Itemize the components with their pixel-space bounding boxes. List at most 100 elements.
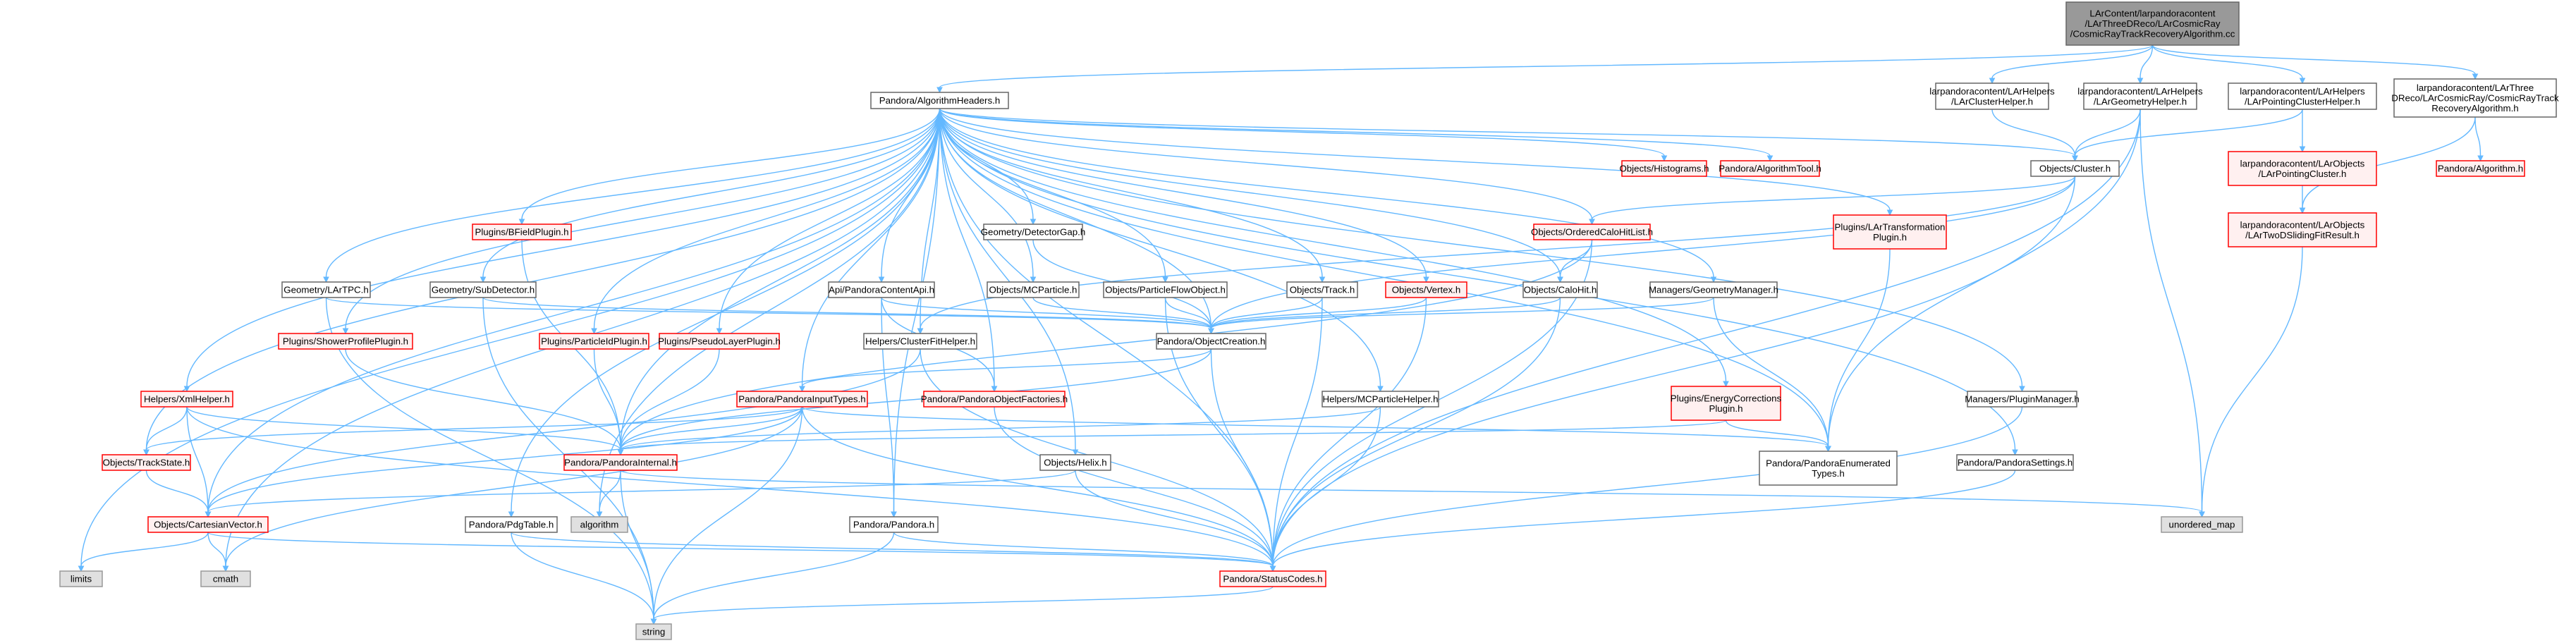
file-node-label: Plugins/ParticleIdPlugin.h [541, 336, 647, 347]
dependency-edge-pandora-string [650, 532, 895, 625]
file-node-box [828, 281, 935, 298]
dependency-edge-pointingclusterhelper-cluster [2072, 109, 2303, 162]
file-node-orderedcalohitlist[interactable]: Objects/OrderedCaloHitList.h [1531, 223, 1653, 240]
file-node-box [1720, 160, 1820, 177]
file-node-label: /LArClusterHelper.h [1951, 96, 2033, 106]
file-node-algheaders[interactable]: Pandora/AlgorithmHeaders.h [870, 92, 1009, 109]
file-node-crtrackreco[interactable]: larpandoracontent/LArThreeDReco/LArCosmi… [2391, 78, 2559, 118]
file-node-label: Plugins/BFieldPlugin.h [475, 227, 568, 238]
file-node-calohit[interactable]: Objects/CaloHit.h [1522, 281, 1598, 298]
file-node-box [465, 516, 558, 533]
dependency-edge-pandora-statuscodes [893, 532, 1276, 572]
file-node-subdetector[interactable]: Geometry/SubDetector.h [429, 281, 537, 298]
dependency-edge-algheaders-bfield [518, 108, 941, 226]
file-node-box [1321, 391, 1439, 408]
file-node-limits: limits [59, 570, 103, 587]
file-node-vertex[interactable]: Objects/Vertex.h [1385, 281, 1467, 298]
file-node-label: Helpers/MCParticleHelper.h [1322, 394, 1438, 405]
dependency-edge-inputtypes-trackstate [143, 406, 803, 456]
file-node-box [635, 623, 672, 640]
file-node-pluginmanager[interactable]: Managers/PluginManager.h [1965, 391, 2080, 408]
file-node-label: larpandoracontent/LArObjects [2240, 158, 2365, 169]
file-node-box [870, 92, 1009, 109]
file-node-box [1219, 570, 1326, 587]
dependency-edge-algheaders-cluster [939, 108, 2078, 162]
file-node-label: Pandora/PandoraInputTypes.h [738, 394, 865, 405]
file-node-label: Objects/Track.h [1290, 285, 1355, 295]
file-node-objectcreation[interactable]: Pandora/ObjectCreation.h [1156, 333, 1266, 350]
dependency-edge-root-geomhelper [2137, 44, 2154, 85]
dependency-edge-algheaders-pfo [939, 108, 1168, 283]
file-node-track[interactable]: Objects/Track.h [1286, 281, 1358, 298]
file-node-clusterfithelper[interactable]: Helpers/ClusterFitHelper.h [863, 333, 977, 350]
file-node-apicontent[interactable]: Api/PandoraContentApi.h [828, 281, 935, 298]
file-node-box [2393, 78, 2557, 118]
file-node-label: larpandoracontent/LArHelpers [2077, 86, 2203, 97]
file-node-bfield[interactable]: Plugins/BFieldPlugin.h [472, 223, 572, 240]
file-node-box [1956, 454, 2074, 471]
file-node-pfo[interactable]: Objects/ParticleFlowObject.h [1103, 281, 1228, 298]
file-node-mcparticlehelper[interactable]: Helpers/MCParticleHelper.h [1321, 391, 1439, 408]
file-node-clusterhelper[interactable]: larpandoracontent/LArHelpers/LArClusterH… [1929, 82, 2055, 110]
file-node-pandorasettings[interactable]: Pandora/PandoraSettings.h [1956, 454, 2074, 471]
file-node-pandorainternal[interactable]: Pandora/PandoraInternal.h [563, 454, 678, 471]
file-node-particleid[interactable]: Plugins/ParticleIdPlugin.h [539, 333, 649, 350]
file-node-mcparticle[interactable]: Objects/MCParticle.h [987, 281, 1080, 298]
file-node-box [429, 281, 537, 298]
file-node-box [539, 333, 649, 350]
file-node-pointingcluster[interactable]: larpandoracontent/LArObjects/LArPointing… [2228, 151, 2377, 186]
file-node-pointingclusterhelper[interactable]: larpandoracontent/LArHelpers/LArPointing… [2228, 82, 2377, 110]
file-node-inputtypes[interactable]: Pandora/PandoraInputTypes.h [736, 391, 868, 408]
file-node-box [987, 281, 1080, 298]
dependency-edge-transformation-enumeratedtypes [1825, 248, 1891, 453]
dependency-edge-algheaders-subdetector [480, 108, 941, 283]
file-node-label: Managers/GeometryManager.h [1649, 285, 1778, 295]
file-node-statuscodes[interactable]: Pandora/StatusCodes.h [1219, 570, 1326, 587]
file-node-box [1935, 82, 2049, 110]
file-node-label: Plugins/ShowerProfilePlugin.h [283, 336, 408, 347]
dependency-edge-root-algheaders [936, 44, 2154, 94]
file-node-cartesian[interactable]: Objects/CartesianVector.h [147, 516, 269, 533]
file-node-geommanager[interactable]: Managers/GeometryManager.h [1649, 281, 1778, 298]
file-node-lartpc[interactable]: Geometry/LArTPC.h [281, 281, 371, 298]
file-node-cluster[interactable]: Objects/Cluster.h [2030, 160, 2120, 177]
file-node-pandora[interactable]: Pandora/Pandora.h [849, 516, 939, 533]
file-node-label: /LArTwoDSlidingFitResult.h [2245, 230, 2360, 240]
file-node-label: Geometry/LArTPC.h [283, 285, 368, 295]
file-node-box [1759, 451, 1898, 486]
dependency-edge-root-crtrackreco [2151, 44, 2479, 80]
file-node-label: Pandora/PandoraEnumerated [1766, 458, 1891, 468]
file-node-box [2083, 82, 2197, 110]
file-node-box [863, 333, 977, 350]
file-node-pseudolayer[interactable]: Plugins/PseudoLayerPlugin.h [658, 333, 781, 350]
dependency-edge-algheaders-showerprofile [342, 108, 941, 335]
file-node-twodfit[interactable]: larpandoracontent/LArObjects/LArTwoDSlid… [2228, 212, 2377, 247]
file-node-histograms[interactable]: Objects/Histograms.h [1619, 160, 1709, 177]
file-node-trackstate[interactable]: Objects/TrackState.h [102, 454, 191, 471]
file-node-algorithm[interactable]: Pandora/Algorithm.h [2436, 160, 2525, 177]
file-node-label: /LArPointingCluster.h [2259, 169, 2347, 179]
file-node-geomhelper[interactable]: larpandoracontent/LArHelpers/LArGeometry… [2077, 82, 2203, 110]
file-node-xmlhelper[interactable]: Helpers/XmlHelper.h [140, 391, 233, 408]
dependency-edge-algheaders-pluginmanager [939, 108, 2025, 393]
dependency-edge-cluster-orderedcalohitlist [1589, 176, 2076, 226]
file-node-showerprofile[interactable]: Plugins/ShowerProfilePlugin.h [278, 333, 413, 350]
dependency-edge-pandorasettings-statuscodes [1269, 470, 2016, 572]
file-node-box [2065, 1, 2240, 46]
file-node-helix[interactable]: Objects/Helix.h [1039, 454, 1111, 471]
dependency-edge-pointingclusterhelper-pointingcluster [2299, 109, 2306, 153]
file-node-label: Api/PandoraContentApi.h [829, 285, 934, 295]
file-node-algtool[interactable]: Pandora/AlgorithmTool.h [1719, 160, 1821, 177]
file-node-pdgtable[interactable]: Pandora/PdgTable.h [465, 516, 558, 533]
file-node-label: Objects/Histograms.h [1619, 164, 1709, 174]
file-node-objectfactories[interactable]: Pandora/PandoraObjectFactories.h [921, 391, 1068, 408]
file-node-box [281, 281, 371, 298]
dependency-edge-track-objectcreation [1208, 297, 1323, 335]
file-node-box [1385, 281, 1467, 298]
dependency-edge-algheaders-vertex [939, 108, 1429, 283]
file-node-detectorgap[interactable]: Geometry/DetectorGap.h [981, 223, 1086, 240]
dependency-edge-inputtypes-pandorainternal [617, 406, 803, 456]
